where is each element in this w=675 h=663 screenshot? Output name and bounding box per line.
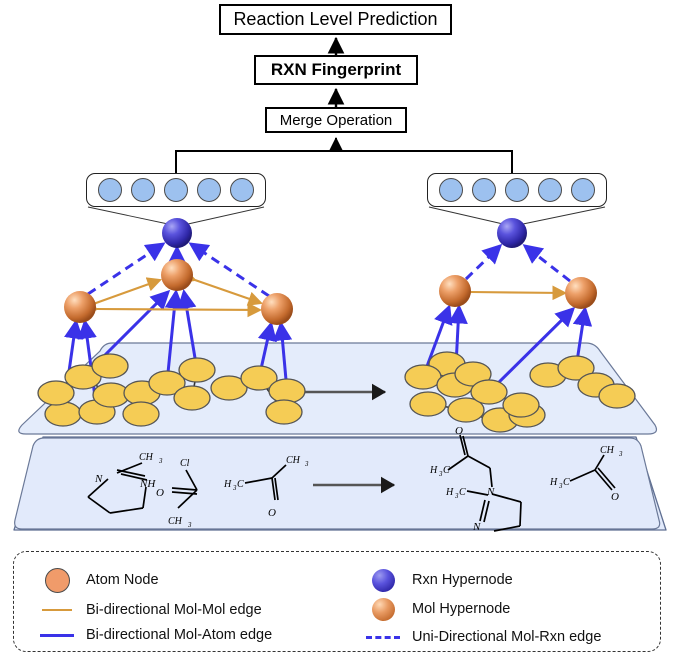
rxn-fingerprint-box[interactable]: RXN Fingerprint bbox=[254, 55, 418, 85]
atom-node-circle-icon bbox=[28, 567, 86, 593]
mol-rxn-edges-products bbox=[464, 243, 571, 283]
svg-text:O: O bbox=[268, 507, 276, 519]
svg-text:3: 3 bbox=[232, 484, 237, 492]
svg-text:CH: CH bbox=[139, 452, 154, 463]
svg-text:O: O bbox=[455, 425, 463, 437]
svg-text:CH: CH bbox=[600, 445, 615, 456]
svg-text:N: N bbox=[94, 473, 103, 485]
svg-text:H: H bbox=[445, 487, 454, 498]
svg-text:3: 3 bbox=[454, 492, 459, 500]
legend-item-rxn-hypernode: Rxn Hypernode bbox=[354, 568, 513, 592]
atom-node-group-reactants bbox=[37, 353, 306, 427]
rxn-hypernode-products bbox=[497, 218, 527, 248]
chem-structure-product-acetone: H 3 C CH 3 O bbox=[549, 445, 623, 503]
mol-mol-edges-reactants bbox=[81, 268, 263, 318]
svg-text:CH: CH bbox=[168, 516, 183, 527]
legend-item-mol-atom-edge: Bi-directional Mol-Atom edge bbox=[28, 625, 272, 645]
svg-text:H: H bbox=[429, 465, 438, 476]
svg-text:H: H bbox=[549, 477, 558, 488]
legend-label-mol-rxn-edge: Uni-Directional Mol-Rxn edge bbox=[412, 629, 602, 645]
mol-rxn-edges-reactants bbox=[87, 242, 270, 298]
svg-text:3: 3 bbox=[438, 470, 443, 478]
legend-label-rxn-hypernode: Rxn Hypernode bbox=[412, 572, 513, 588]
legend-label-mol-mol-edge: Bi-directional Mol-Mol edge bbox=[86, 602, 262, 618]
svg-text:N: N bbox=[486, 486, 495, 498]
legend-label-atom-node: Atom Node bbox=[86, 572, 159, 588]
orange-line-icon bbox=[28, 608, 86, 612]
mol-hypernode-group-reactants bbox=[64, 259, 293, 325]
svg-text:C: C bbox=[563, 477, 570, 488]
svg-text:CH: CH bbox=[286, 455, 301, 466]
embedding-dot bbox=[163, 178, 188, 202]
rxn-hypernode-sphere-icon bbox=[354, 568, 412, 592]
merge-operation-box[interactable]: Merge Operation bbox=[265, 107, 407, 133]
reactant-embedding-vector[interactable] bbox=[86, 173, 266, 207]
svg-text:3: 3 bbox=[558, 482, 563, 490]
embedding-dot bbox=[131, 178, 156, 202]
svg-text:O: O bbox=[611, 491, 619, 503]
molecule-layer-panel bbox=[13, 436, 667, 531]
mol-hypernode-sphere-icon bbox=[354, 597, 412, 621]
svg-text:3: 3 bbox=[304, 460, 309, 468]
blue-dashed-line-icon bbox=[354, 635, 412, 639]
product-embedding-vector[interactable] bbox=[427, 173, 607, 207]
blue-line-icon bbox=[28, 633, 86, 637]
legend-label-mol-hypernode: Mol Hypernode bbox=[412, 601, 511, 617]
svg-text:3: 3 bbox=[158, 457, 163, 465]
reaction-level-prediction-box[interactable]: Reaction Level Prediction bbox=[219, 4, 452, 35]
legend-item-mol-mol-edge: Bi-directional Mol-Mol edge bbox=[28, 600, 262, 620]
svg-text:N: N bbox=[472, 521, 481, 533]
embedding-pointer-lines bbox=[87, 206, 606, 225]
svg-text:C: C bbox=[459, 487, 466, 498]
svg-text:O: O bbox=[156, 487, 164, 499]
svg-text:NH: NH bbox=[139, 478, 156, 490]
legend-item-mol-hypernode: Mol Hypernode bbox=[354, 597, 511, 621]
svg-text:Cl: Cl bbox=[180, 458, 190, 469]
chem-structure-reactant-imidazoline: N NH CH 3 bbox=[87, 452, 163, 514]
embedding-dot bbox=[439, 178, 464, 202]
svg-text:C: C bbox=[443, 465, 450, 476]
svg-text:3: 3 bbox=[187, 521, 192, 529]
svg-text:3: 3 bbox=[618, 450, 623, 458]
rxn-hypernode-reactants bbox=[162, 218, 192, 248]
legend-label-mol-atom-edge: Bi-directional Mol-Atom edge bbox=[86, 627, 273, 643]
legend-item-atom-node: Atom Node bbox=[28, 567, 159, 593]
svg-text:C: C bbox=[237, 479, 244, 490]
atom-node-group-products bbox=[404, 351, 636, 433]
legend-item-mol-rxn-edge: Uni-Directional Mol-Rxn edge bbox=[354, 627, 601, 647]
reaction-level-prediction-label: Reaction Level Prediction bbox=[233, 9, 438, 29]
chem-structure-reactant-acetone: H 3 C CH 3 O bbox=[223, 455, 309, 519]
embedding-dot bbox=[537, 178, 562, 202]
embedding-dot bbox=[196, 178, 221, 202]
embedding-dot bbox=[504, 178, 529, 202]
merge-operation-label: Merge Operation bbox=[279, 111, 393, 129]
rxn-fingerprint-label: RXN Fingerprint bbox=[270, 60, 402, 79]
mol-hypernode-group-products bbox=[439, 275, 597, 309]
chem-structure-product-acetonylimidazoline: H 3 C O H 3 C N N bbox=[429, 425, 522, 533]
mol-mol-edges-products bbox=[458, 284, 568, 301]
embedding-dot bbox=[570, 178, 595, 202]
embedding-dot bbox=[472, 178, 497, 202]
chem-structure-reactant-chloroacetone: O Cl CH 3 bbox=[156, 458, 198, 529]
svg-text:H: H bbox=[223, 479, 232, 490]
embedding-dot bbox=[98, 178, 123, 202]
embedding-dot bbox=[229, 178, 254, 202]
merge-bracket bbox=[175, 137, 513, 173]
legend-panel: Atom Node Bi-directional Mol-Mol edge Bi… bbox=[13, 551, 661, 652]
